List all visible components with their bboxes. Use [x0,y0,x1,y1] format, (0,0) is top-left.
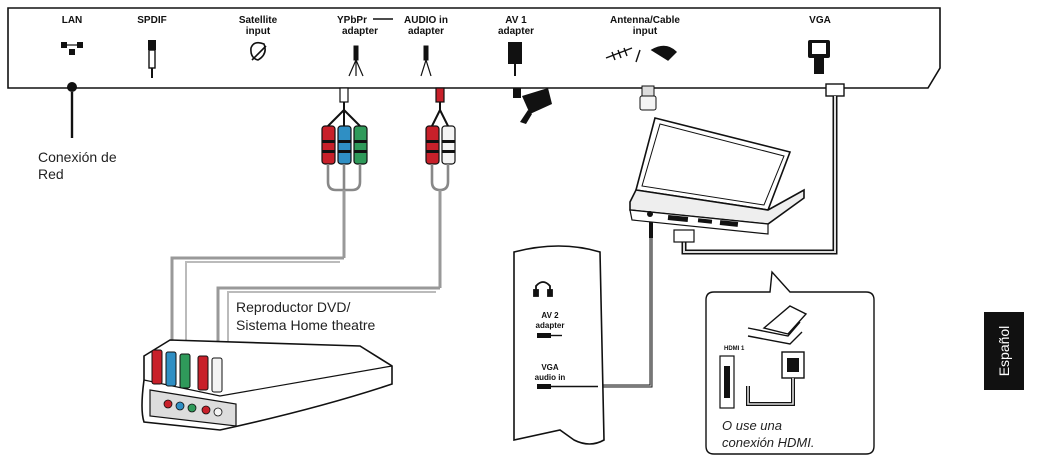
av1-label: AV 1 [505,15,527,26]
satellite-icon [250,41,267,61]
av2-jack [537,333,562,338]
hdmi-laptop-corner [747,305,808,345]
ypbpr-adapter-icon [348,45,364,77]
laptop-audio-cable [598,222,653,388]
vga-audio-label-2: audio in [535,373,566,382]
tv-side-panel [513,245,605,445]
network-label: Conexión de [38,149,117,165]
language-tab [984,312,1024,390]
ypbpr-label-2: adapter [342,26,378,37]
language-tab-label: Español [996,326,1012,377]
av1-plug [513,88,552,124]
dvd-label-2: Sistema Home theatre [236,317,375,333]
audio-in-label: AUDIO in [404,15,448,26]
spdif-icon [148,40,156,78]
ypbpr-plug-red [321,125,336,165]
satellite-label-2: input [246,26,271,37]
audio-adapter-icon [420,45,432,77]
audio-plug-white [441,125,456,165]
av2-label: AV 2 [541,311,559,320]
spdif-label: SPDIF [137,15,166,26]
tv-back-panel [7,7,941,89]
av2-label-2: adapter [536,321,565,330]
audio-plug-red [425,125,440,165]
vga-audio-jack [537,384,598,389]
antenna-plug [639,85,657,111]
satellite-label: Satellite [239,15,278,26]
lan-label: LAN [62,15,83,26]
antenna-label: Antenna/Cable [610,15,680,26]
antenna-label-2: input [633,26,658,37]
vga-audio-label: VGA [541,363,559,372]
headphone-icon [533,281,553,297]
audio-in-label-2: adapter [408,26,444,37]
hdmi-note: O use una [722,418,782,433]
vga-label: VGA [809,15,831,26]
vga-cable [681,83,845,255]
ypbpr-cable [170,87,368,350]
av1-label-2: adapter [498,26,534,37]
dvd-plugs [151,349,223,393]
antenna-icon [605,45,677,63]
laptop [629,117,805,235]
hdmi-port-label: HDMI 1 [724,346,745,352]
vga-icon [808,40,830,74]
dvd-label: Reproductor DVD/ [236,299,350,315]
ypbpr-label: YPbPr [337,15,367,26]
network-label-2: Red [38,166,64,182]
lan-jack [67,82,77,92]
laptop-vga-plug [673,229,695,243]
hdmi-port-icon [719,355,735,409]
hdmi-cable [746,351,805,406]
lan-icon [61,42,83,55]
audio-cable [216,87,456,350]
av1-adapter-icon [508,42,522,76]
ypbpr-plug-blue [337,125,352,165]
ypbpr-plug-green [353,125,368,165]
hdmi-note-2: conexión HDMI. [722,435,814,450]
